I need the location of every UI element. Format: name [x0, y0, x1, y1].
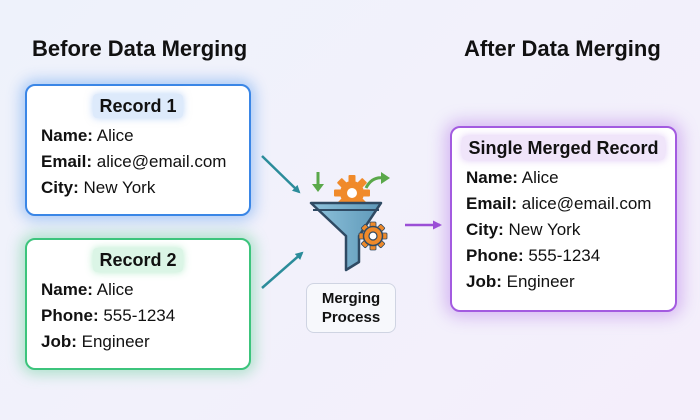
field-label: City:: [41, 178, 79, 197]
record-1-field: City: New York: [41, 175, 249, 201]
field-value: 555-1234: [528, 246, 601, 265]
merged-record-title: Single Merged Record: [462, 136, 665, 160]
merged-record-field: Name: Alice: [466, 165, 675, 191]
record-2-field: Name: Alice: [41, 277, 249, 303]
record-1-card: Record 1 Name: Alice Email: alice@email.…: [25, 84, 251, 216]
field-value: New York: [508, 220, 581, 239]
record-1-field: Email: alice@email.com: [41, 149, 249, 175]
field-value: alice@email.com: [96, 152, 227, 171]
record-1-title: Record 1: [93, 94, 183, 118]
record-1-field: Name: Alice: [41, 123, 249, 149]
field-label: Phone:: [41, 306, 99, 325]
merged-record-field: Phone: 555-1234: [466, 243, 675, 269]
merged-record-card: Single Merged Record Name: Alice Email: …: [450, 126, 677, 312]
field-label: Email:: [466, 194, 518, 213]
funnel-icon: [309, 201, 383, 272]
down-arrow-icon: [312, 172, 324, 192]
field-value: 555-1234: [103, 306, 176, 325]
process-label-line2: Process: [321, 309, 381, 326]
merged-record-field: Job: Engineer: [466, 269, 675, 295]
field-label: Name:: [466, 168, 518, 187]
arrow-record1-to-process: [261, 155, 301, 194]
field-label: City:: [466, 220, 504, 239]
field-value: Alice: [96, 280, 134, 299]
field-value: Engineer: [506, 272, 575, 291]
field-value: Alice: [521, 168, 559, 187]
field-value: alice@email.com: [521, 194, 652, 213]
field-value: Alice: [96, 126, 134, 145]
record-2-field: Phone: 555-1234: [41, 303, 249, 329]
merging-process-label: Merging Process: [306, 283, 396, 333]
field-label: Job:: [466, 272, 502, 291]
field-value: Engineer: [81, 332, 150, 351]
after-heading: After Data Merging: [464, 36, 661, 61]
field-label: Name:: [41, 126, 93, 145]
merged-record-field: City: New York: [466, 217, 675, 243]
record-2-card: Record 2 Name: Alice Phone: 555-1234 Job…: [25, 238, 251, 370]
field-label: Job:: [41, 332, 77, 351]
record-2-title: Record 2: [93, 248, 183, 272]
field-value: New York: [83, 178, 156, 197]
small-gear-icon: [358, 221, 388, 251]
field-label: Phone:: [466, 246, 524, 265]
field-label: Email:: [41, 152, 93, 171]
funnel-gears-icon: [309, 172, 390, 272]
record-2-field: Job: Engineer: [41, 329, 249, 355]
merged-record-field: Email: alice@email.com: [466, 191, 675, 217]
arrow-record2-to-process: [261, 251, 304, 289]
before-heading: Before Data Merging: [32, 36, 248, 61]
field-label: Name:: [41, 280, 93, 299]
process-label-line1: Merging: [321, 290, 381, 307]
